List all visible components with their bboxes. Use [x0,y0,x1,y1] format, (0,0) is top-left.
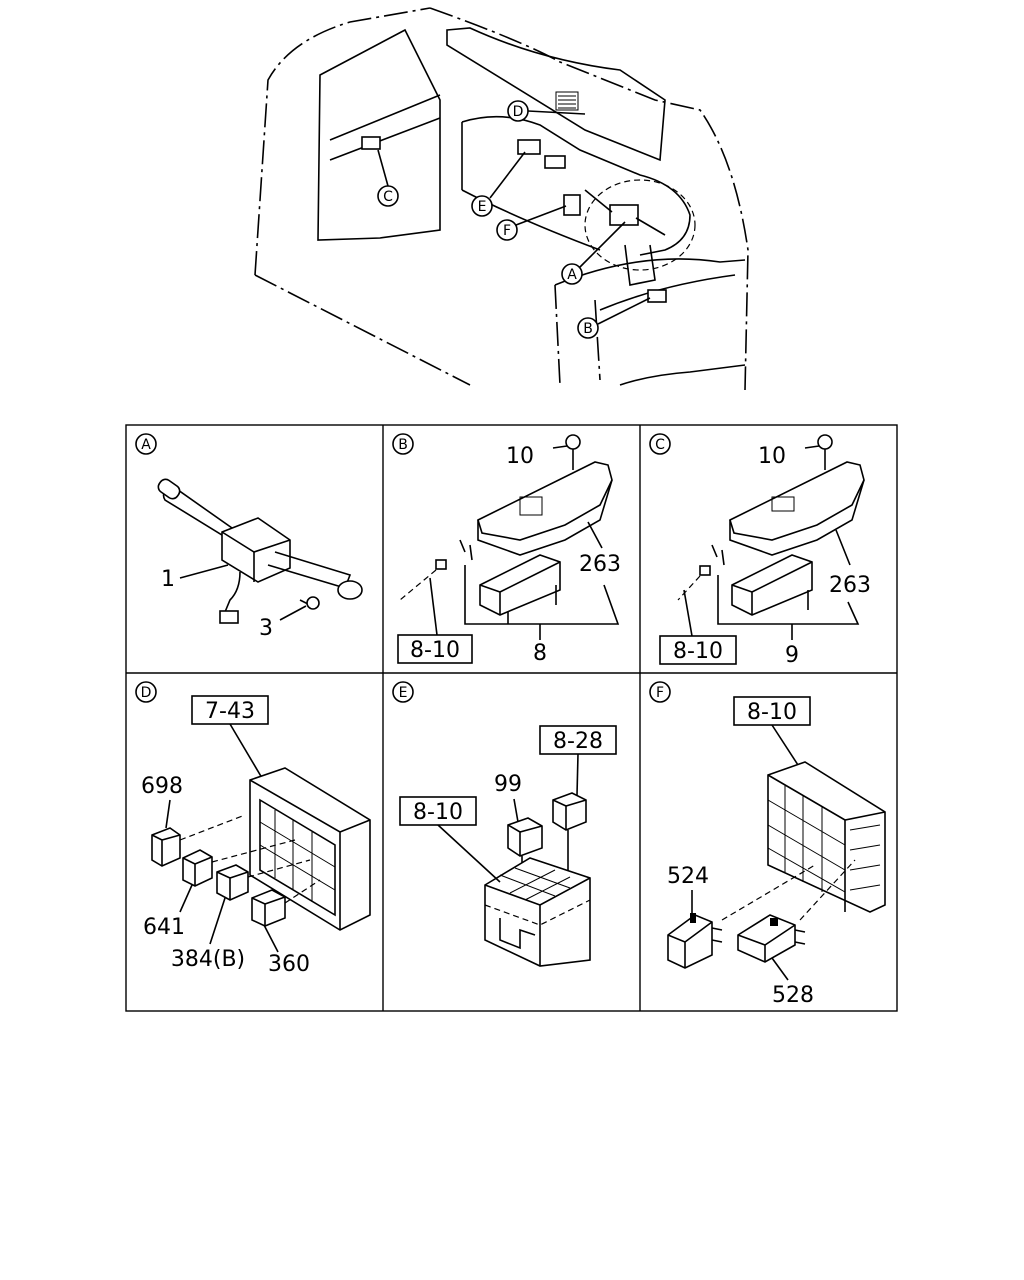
panel-a: A 1 3 [135,433,363,641]
part-number-label: 263 [829,573,871,598]
part-number-label: 8-10 [673,639,723,664]
part-number-label: F [503,223,511,239]
callout-a [561,263,583,285]
ref-8-10-c [659,635,737,665]
relays-e [507,753,587,880]
part-number-label: 641 [143,915,185,940]
ref-8-10-b [397,634,473,664]
part-number-label: A [141,437,151,453]
combination-switch [609,204,639,226]
panel-grid [125,424,898,1012]
part-number-label: E [478,199,487,215]
relays-f [667,859,856,969]
relay-block-e [484,857,591,967]
panel-e: E 8-28 8-10 99 [392,681,617,967]
power-window-switch-c [677,434,865,616]
combination-switch-assembly [157,478,363,624]
relay-block-e [517,139,541,155]
panel-c-badge [649,433,671,455]
ref-7-43 [191,695,269,725]
panel-f: F 8-10 524 528 [649,681,886,1008]
relay-block-small [544,155,566,169]
part-number-label: D [513,104,524,120]
part-number-label: 10 [506,444,534,469]
part-number-label: B [583,321,593,337]
part-number-label: 528 [772,983,814,1008]
panel-b: B 10 263 8 8-10 [392,433,621,666]
part-number-label: 7-43 [205,699,255,724]
part-number-label: F [656,685,664,701]
callout-e [471,195,493,217]
part-number-label: 8 [533,641,547,666]
part-number-label: 8-10 [410,638,460,663]
fuse-block-f [563,194,581,216]
ref-8-28 [539,725,617,755]
callout-f [496,219,518,241]
door-switch-b [647,289,667,303]
callout-d [507,100,529,122]
part-number-label: B [398,437,408,453]
power-window-switch-b [399,434,613,616]
part-number-label: 8-10 [747,700,797,725]
callout-b [577,317,599,339]
part-number-label: C [383,189,393,205]
fuse-box-f [767,761,886,913]
part-number-label: 99 [494,772,522,797]
part-number-label: E [399,685,408,701]
ref-8-10-e [399,796,477,826]
panel-d: D 7-43 698 641 384(B) 360 [135,681,371,977]
panel-f-badge [649,681,671,703]
part-number-label: 698 [141,774,183,799]
part-number-label: 360 [268,952,310,977]
panel-c: C 10 263 9 8-10 [649,433,871,668]
part-number-label: 384(B) [171,947,245,972]
part-number-label: 1 [161,567,175,592]
relay-box-d [249,767,371,931]
overview-callouts: D C E F A B [377,100,651,339]
part-number-label: 263 [579,552,621,577]
vehicle-interior-overview [254,7,749,391]
part-number-label: A [567,267,577,283]
panel-b-badge [392,433,414,455]
part-number-label: 10 [758,444,786,469]
panel-e-badge [392,681,414,703]
relays-d [151,814,321,927]
part-number-label: 3 [259,616,273,641]
door-switch-c [361,136,381,150]
part-number-label: 524 [667,864,709,889]
panel-a-badge [135,433,157,455]
part-number-label: 8-10 [413,800,463,825]
part-number-label: 9 [785,643,799,668]
panel-d-badge [135,681,157,703]
part-number-label: C [655,437,665,453]
part-number-label: D [141,685,152,701]
part-number-label: 8-28 [553,729,603,754]
grille-d [555,91,579,111]
callout-c [377,185,399,207]
